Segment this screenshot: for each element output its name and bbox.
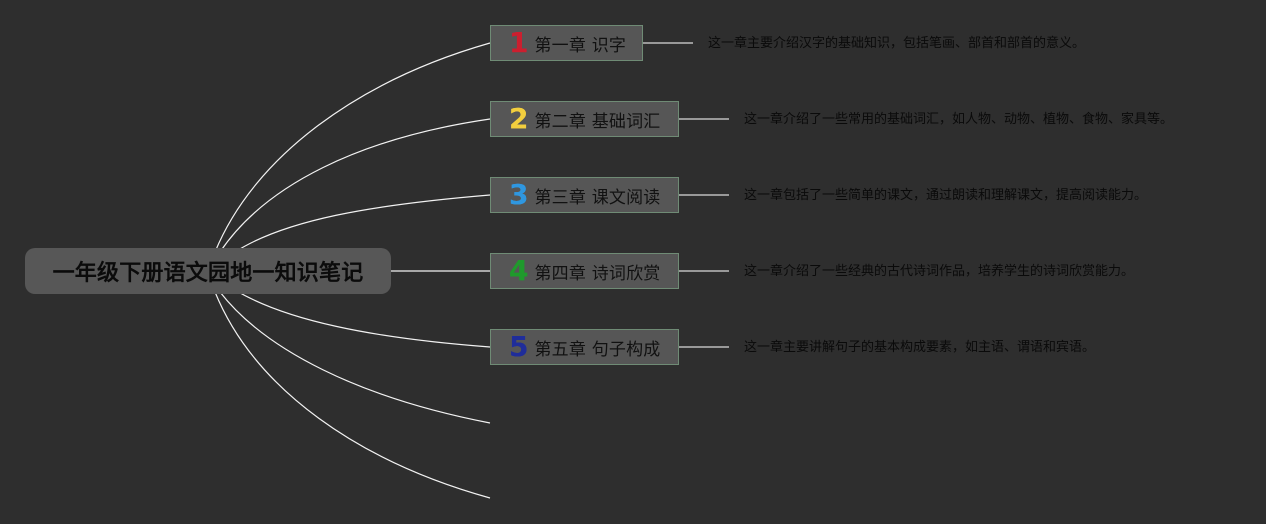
- branch-node-4[interactable]: 4 第四章 诗词欣赏: [490, 253, 679, 289]
- chapter-label-5: 第五章 句子构成: [534, 339, 661, 360]
- chapter-number-1: 1: [509, 26, 529, 59]
- chapter-number-2: 2: [509, 102, 529, 135]
- chapter-description-1: 这一章主要介绍汉字的基础知识，包括笔画、部首和部首的意义。: [708, 36, 1086, 51]
- connector-curve-3: [234, 194, 491, 253]
- chapter-number-4: 4: [509, 254, 529, 287]
- chapter-description-3: 这一章包括了一些简单的课文，通过朗读和理解课文，提高阅读能力。: [744, 188, 1148, 203]
- branch-node-5[interactable]: 5 第五章 句子构成: [490, 329, 679, 365]
- chapter-number-5: 5: [509, 330, 529, 363]
- chapter-description-4: 这一章介绍了一些经典的古代诗词作品，培养学生的诗词欣赏能力。: [744, 264, 1135, 279]
- connector-curve-2: [219, 118, 491, 253]
- branch-node-3[interactable]: 3 第三章 课文阅读: [490, 177, 679, 213]
- connector-curve-1: [214, 42, 491, 253]
- chapter-description-2: 这一章介绍了一些常用的基础词汇，如人物、动物、植物、食物、家具等。: [744, 112, 1174, 127]
- root-node[interactable]: 一年级下册语文园地一知识笔记: [25, 248, 391, 294]
- branch-node-2[interactable]: 2 第二章 基础词汇: [490, 101, 679, 137]
- chapter-description-5: 这一章主要讲解句子的基本构成要素，如主语、谓语和宾语。: [744, 340, 1096, 355]
- connector-curve-7: [214, 291, 491, 499]
- connector-curve-5: [234, 289, 491, 348]
- chapter-label-2: 第二章 基础词汇: [534, 111, 661, 132]
- connector-curve-6: [219, 291, 491, 424]
- branch-node-1[interactable]: 1 第一章 识字: [490, 25, 643, 61]
- chapter-label-3: 第三章 课文阅读: [534, 187, 661, 208]
- chapter-label-1: 第一章 识字: [534, 35, 627, 56]
- root-title: 一年级下册语文园地一知识笔记: [52, 261, 364, 286]
- chapter-number-3: 3: [509, 178, 529, 211]
- chapter-label-4: 第四章 诗词欣赏: [534, 263, 661, 284]
